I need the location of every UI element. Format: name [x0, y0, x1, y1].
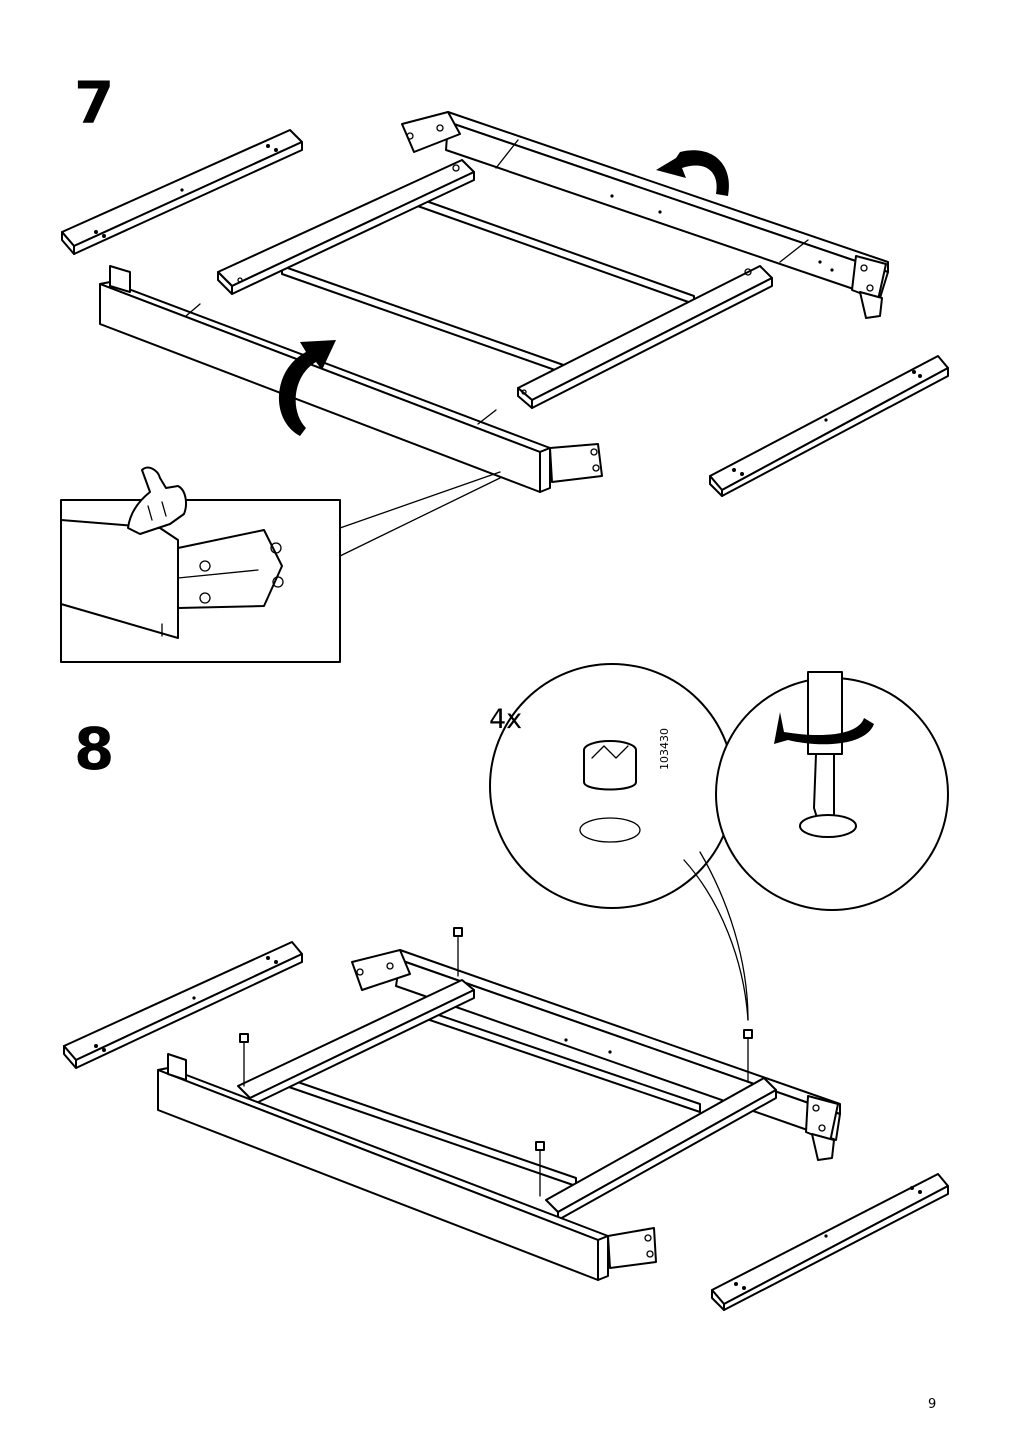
detail-callout [60, 471, 501, 663]
screwdriver-detail [683, 671, 949, 1021]
step-7-illustration [60, 111, 949, 663]
back-rail [401, 111, 889, 319]
step-8-illustration [63, 663, 949, 1311]
cam-lock-icon [535, 1141, 545, 1197]
loose-slat-left [63, 941, 303, 1069]
cam-lock-icon [239, 1033, 249, 1087]
inner-frame [217, 159, 773, 409]
loose-slat-right [711, 1173, 949, 1311]
back-rail [351, 949, 841, 1161]
curved-arrow-icon [656, 150, 729, 196]
turn-arrow-icon [774, 712, 874, 745]
cam-lock-detail [489, 663, 735, 909]
pointing-hand-icon [127, 466, 187, 535]
loose-slat-left [61, 129, 303, 255]
step-7-number: 7 [74, 69, 115, 137]
quantity-label: 4x [489, 704, 523, 735]
cam-lock-icon [453, 927, 463, 977]
curved-arrow-icon [278, 340, 336, 436]
cam-lock-icon [579, 740, 641, 843]
step-8-number: 8 [74, 715, 115, 783]
front-rail [99, 265, 603, 493]
front-rail [157, 1053, 657, 1281]
part-number-label: 103430 [658, 728, 671, 770]
loose-slat-right [709, 355, 949, 497]
inner-frame [237, 979, 777, 1221]
cam-lock-icon [743, 1029, 753, 1083]
page-number: 9 [928, 1397, 937, 1412]
